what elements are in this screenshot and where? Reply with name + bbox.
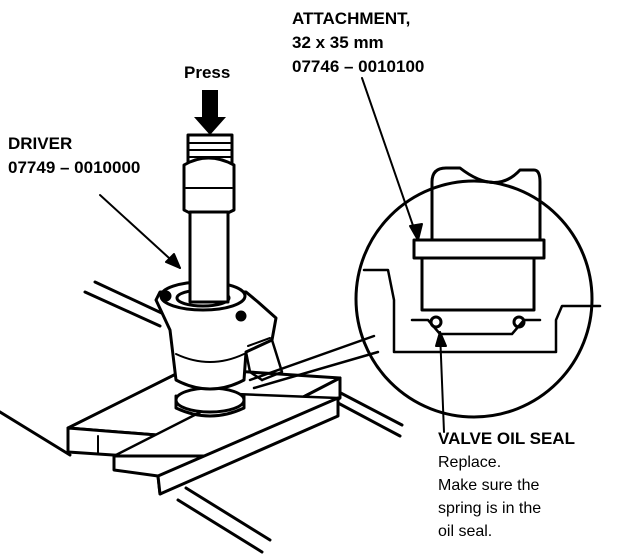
driver-name-label: DRIVER [8, 134, 73, 153]
attachment-size-label: 32 x 35 mm [292, 33, 384, 52]
seal-note-line-2: Make sure the [438, 477, 540, 494]
magnifier-connector [248, 334, 380, 390]
seal-note-line-1: Replace. [438, 454, 502, 471]
seal-note-line-4: oil seal. [438, 523, 493, 540]
valve-oil-seal-label: VALVE OIL SEAL [438, 429, 575, 448]
support-blocks [66, 366, 342, 496]
attachment-name-label: ATTACHMENT, [292, 9, 411, 28]
detail-magnifier [354, 166, 602, 419]
leader-lines [99, 77, 447, 433]
attachment-part-number: 07746 – 0010100 [292, 57, 425, 76]
driver-part-number: 07749 – 0010000 [8, 158, 141, 177]
press-label: Press [184, 63, 231, 82]
seal-note-line-3: spring is in the [438, 500, 542, 517]
press-arrow [194, 90, 226, 135]
driver-tool [182, 133, 236, 304]
bench-rails [0, 280, 404, 554]
